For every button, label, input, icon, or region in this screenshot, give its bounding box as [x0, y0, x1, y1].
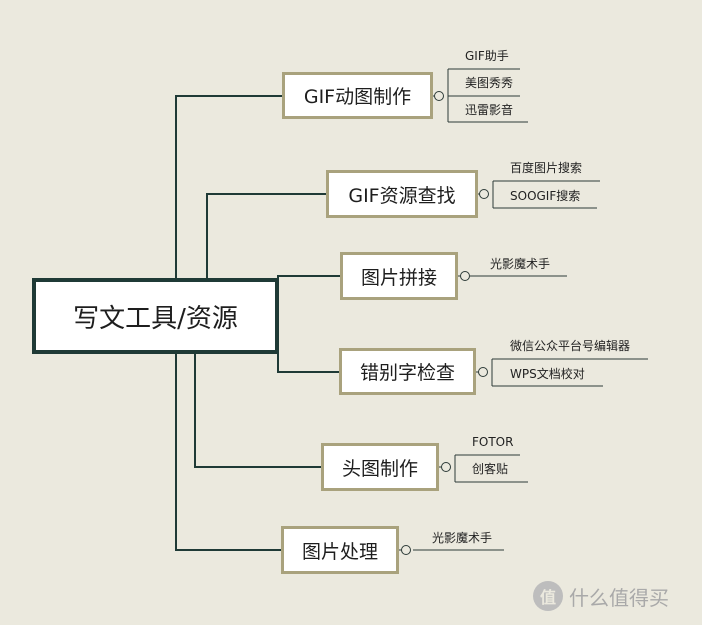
leaf-gif-assistant: GIF助手 — [465, 49, 509, 63]
leaf-wechat-editor: 微信公众平台号编辑器 — [510, 339, 631, 353]
collapse-toggle-typo-check[interactable] — [478, 367, 488, 377]
root-topic-label: 写文工具/资源 — [73, 303, 238, 334]
branch-gif-search[interactable]: GIF资源查找 — [326, 170, 478, 218]
watermark: 值 什么值得买 — [533, 581, 669, 611]
collapse-toggle-gif-maker[interactable] — [434, 91, 444, 101]
leaf-chuangketie: 创客贴 — [472, 462, 509, 476]
leaf-xunlei-player: 迅雷影音 — [465, 103, 514, 117]
root-topic[interactable]: 写文工具/资源 — [32, 278, 279, 354]
branch-label: GIF资源查找 — [348, 184, 456, 207]
leaf-fotor: FOTOR — [472, 435, 514, 449]
branch-label: 图片拼接 — [360, 266, 437, 289]
branch-label: 错别字检查 — [359, 362, 455, 384]
branch-stitching[interactable]: 图片拼接 — [340, 252, 458, 300]
connector-header-image — [194, 352, 321, 468]
connector-image-processing — [175, 352, 281, 551]
connector-gif-search — [206, 193, 326, 280]
connector-typo-check — [277, 348, 339, 373]
branch-image-processing[interactable]: 图片处理 — [281, 526, 399, 574]
branch-typo-check[interactable]: 错别字检查 — [339, 348, 476, 395]
leaf-soogif-search: SOOGIF搜索 — [510, 189, 581, 203]
watermark-text: 什么值得买 — [569, 585, 669, 610]
branch-label: 头图制作 — [341, 457, 418, 480]
branch-gif-maker[interactable]: GIF动图制作 — [282, 72, 433, 119]
connector-gif-maker — [175, 95, 282, 280]
collapse-toggle-gif-search[interactable] — [479, 189, 489, 199]
leaf-light-shadow-magic-2: 光影魔术手 — [432, 531, 493, 545]
collapse-toggle-header-image[interactable] — [441, 462, 451, 472]
branch-header-image[interactable]: 头图制作 — [321, 443, 439, 491]
smzdm-logo-icon: 值 — [533, 581, 563, 611]
branch-label: 图片处理 — [301, 540, 378, 563]
connector-stitching — [277, 275, 340, 278]
collapse-toggle-stitching[interactable] — [460, 271, 470, 281]
leaf-wps-proofreading: WPS文档校对 — [510, 367, 585, 381]
collapse-toggle-image-processing[interactable] — [401, 545, 411, 555]
leaf-baidu-image-search: 百度图片搜索 — [510, 161, 583, 175]
branch-label: GIF动图制作 — [303, 86, 412, 108]
leaf-meitu: 美图秀秀 — [465, 76, 514, 90]
leaf-light-shadow-magic: 光影魔术手 — [490, 257, 551, 271]
